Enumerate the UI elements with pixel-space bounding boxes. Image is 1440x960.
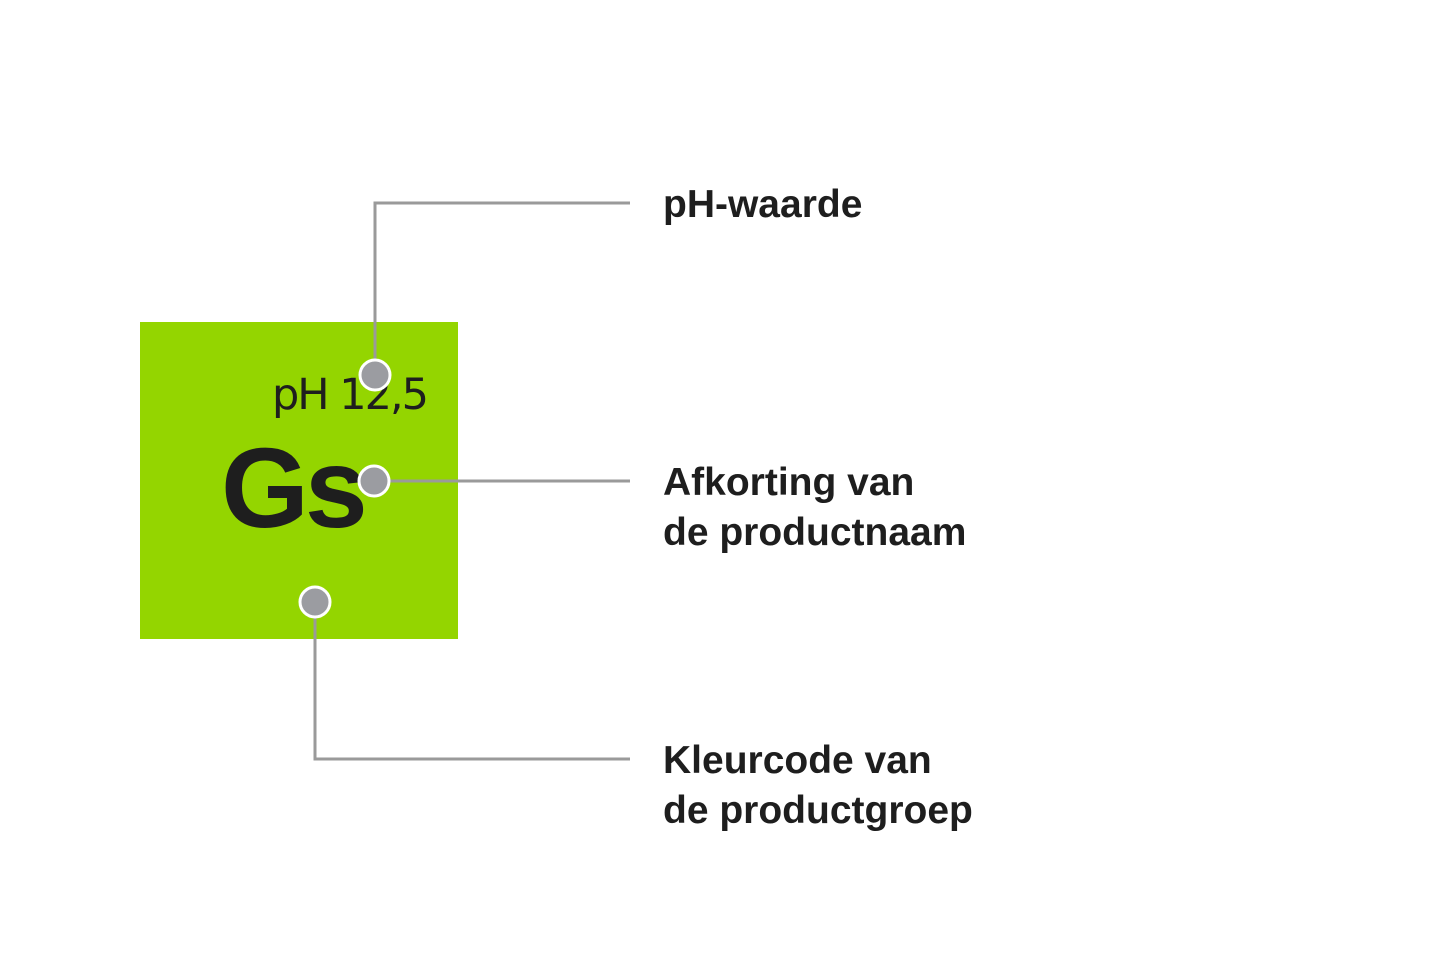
leader-line-color-code: [313, 602, 630, 761]
callout-label-color-code: Kleurcode van de productgroep: [663, 736, 973, 836]
product-abbreviation-text: Gs: [221, 425, 368, 551]
callout-abbreviation-line-1: Afkorting van: [663, 461, 915, 504]
callout-color-code-line-1: Kleurcode van: [663, 739, 932, 782]
marker-dot-color-code: [298, 585, 332, 619]
callout-label-abbreviation: Afkorting van de productnaam: [663, 458, 966, 558]
callout-label-ph: pH-waarde: [663, 180, 862, 230]
leader-line-ph: [373, 201, 630, 375]
callout-ph-line-1: pH-waarde: [663, 183, 863, 226]
callout-color-code-line-2: de productgroep: [663, 789, 973, 832]
marker-dot-ph: [358, 358, 392, 392]
callout-abbreviation-line-2: de productnaam: [663, 511, 967, 554]
marker-dot-abbreviation: [357, 464, 391, 498]
ph-value-text: pH 12,5: [272, 370, 429, 420]
